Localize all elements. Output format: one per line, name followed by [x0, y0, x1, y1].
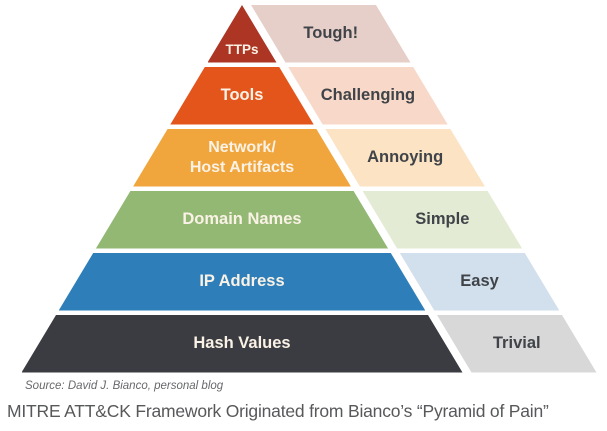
tier-ttps-label: TTPs	[225, 41, 259, 57]
tier-hash-values: Hash Values	[22, 315, 463, 373]
pain-band-tough: Tough!	[251, 5, 411, 63]
tier-network-host-artifacts: Network/ Host Artifacts	[133, 129, 351, 187]
pain-band-simple: Simple	[363, 191, 523, 249]
pain-band-trivial: Trivial	[437, 315, 597, 373]
tier-network-host-artifacts-label: Network/ Host Artifacts	[189, 138, 295, 176]
pain-band-easy-label: Easy	[460, 272, 499, 291]
tier-tools: Tools	[170, 67, 313, 125]
pain-band-simple-label: Simple	[415, 210, 470, 229]
pain-band-annoying: Annoying	[325, 129, 485, 187]
tier-ip-address: IP Address	[59, 253, 426, 311]
pain-band-trivial-label: Trivial	[492, 334, 541, 353]
figure-title: MITRE ATT&CK Framework Originated from B…	[7, 401, 549, 421]
tier-tools-label: Tools	[220, 86, 264, 105]
pain-band-easy: Easy	[400, 253, 560, 311]
pain-band-challenging: Challenging	[288, 67, 448, 125]
tier-domain-names-label: Domain Names	[182, 210, 302, 229]
tier-hash-values-label: Hash Values	[193, 334, 291, 353]
pain-band-annoying-label: Annoying	[367, 148, 444, 167]
pain-band-tough-label: Tough!	[303, 24, 359, 43]
source-caption: Source: David J. Bianco, personal blog	[25, 380, 224, 392]
tier-ip-address-label: IP Address	[199, 272, 285, 291]
pain-band-challenging-label: Challenging	[320, 86, 416, 105]
tier-domain-names: Domain Names	[96, 191, 388, 249]
